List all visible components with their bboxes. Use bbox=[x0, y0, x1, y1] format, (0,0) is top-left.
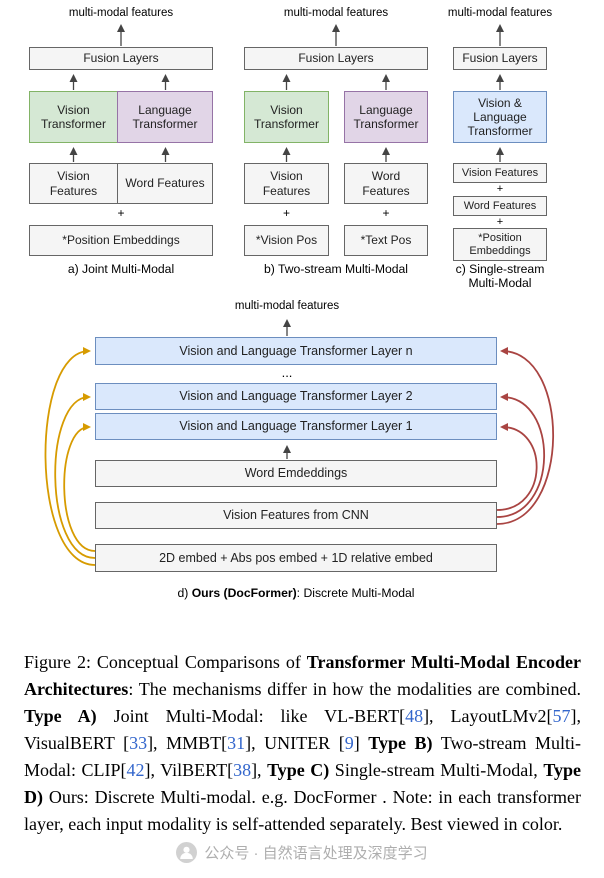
fusion-layers-box-c: Fusion Layers bbox=[453, 47, 547, 70]
vision-features-box-b: Vision Features bbox=[244, 163, 329, 204]
caption-segment: Two-stream Multi-Modal: CLIP[ bbox=[24, 733, 582, 780]
fusion-layers-box-a: Fusion Layers bbox=[29, 47, 213, 70]
figure-caption: Figure 2: Conceptual Comparisons of Tran… bbox=[24, 649, 581, 838]
citation-link[interactable]: 57 bbox=[552, 706, 571, 726]
citation-link[interactable]: 48 bbox=[405, 706, 424, 726]
caption-segment: Figure 2: Conceptual Comparisons of bbox=[24, 652, 307, 672]
diagram-a-label: a) Joint Multi-Modal bbox=[67, 262, 175, 276]
watermark-logo-icon bbox=[176, 842, 198, 863]
word-embeddings-box: Word Emdeddings bbox=[95, 460, 497, 487]
citation-link[interactable]: 42 bbox=[126, 760, 145, 780]
diagram-a-top-label: multi-modal features bbox=[68, 7, 174, 19]
word-features-box-a: Word Features bbox=[117, 163, 213, 204]
position-embeddings-box-a: *Position Embeddings bbox=[29, 225, 213, 256]
caption-segment: Type B) bbox=[368, 733, 433, 753]
word-features-box-b: Word Features bbox=[344, 163, 428, 204]
plus-sign-c-2: + bbox=[496, 216, 504, 228]
diagram-c-label: c) Single-stream Multi-Modal bbox=[420, 262, 580, 290]
caption-segment: ], MMBT[ bbox=[147, 733, 228, 753]
visual-feature-skip-arrows bbox=[496, 347, 555, 525]
caption-segment: Type C) bbox=[267, 760, 330, 780]
citation-link[interactable]: 33 bbox=[129, 733, 148, 753]
plus-sign-c-1: + bbox=[496, 183, 504, 195]
caption-segment: Single-stream Multi-Modal, bbox=[329, 760, 544, 780]
word-features-box-c: Word Features bbox=[453, 196, 547, 216]
diagram-d-label-suffix: : Discrete Multi-Modal bbox=[296, 586, 415, 600]
caption-segment: ], LayoutLMv2[ bbox=[423, 706, 553, 726]
diagram-c-top-label: multi-modal features bbox=[447, 7, 553, 19]
diagram-b-top-label: multi-modal features bbox=[283, 7, 389, 19]
transformer-layer-1-box: Vision and Language Transformer Layer 1 bbox=[95, 413, 497, 440]
caption-segment: ], VilBERT[ bbox=[144, 760, 234, 780]
diagram-c-label-line2: Multi-Modal bbox=[468, 276, 532, 290]
caption-segment: ], VisualBERT [ bbox=[24, 706, 581, 753]
vision-features-box-c: Vision Features bbox=[453, 163, 547, 183]
text-pos-box-b: *Text Pos bbox=[344, 225, 428, 256]
caption-segment: : The mechanisms differ in how the modal… bbox=[128, 679, 581, 699]
diagram-d-label: d) Ours (DocFormer): Discrete Multi-Moda… bbox=[95, 586, 497, 600]
citation-link[interactable]: 38 bbox=[233, 760, 252, 780]
vision-pos-box-b: *Vision Pos bbox=[244, 225, 329, 256]
ellipsis-label: ... bbox=[281, 365, 293, 380]
citation-link[interactable]: 31 bbox=[227, 733, 246, 753]
diagram-b-label: b) Two-stream Multi-Modal bbox=[263, 262, 409, 276]
spatial-embed-skip-arrows bbox=[44, 347, 96, 566]
embed-inputs-box: 2D embed + Abs pos embed + 1D relative e… bbox=[95, 544, 497, 572]
vision-transformer-box-a: Vision Transformer bbox=[29, 91, 118, 143]
watermark: 公众号 · 自然语言处理及深度学习 bbox=[0, 842, 604, 863]
fusion-layers-box-b: Fusion Layers bbox=[244, 47, 428, 70]
watermark-text: 公众号 · 自然语言处理及深度学习 bbox=[204, 845, 428, 862]
diagram-d-label-bold: Ours (DocFormer) bbox=[191, 586, 297, 600]
vision-transformer-box-b: Vision Transformer bbox=[244, 91, 329, 143]
transformer-layer-2-box: Vision and Language Transformer Layer 2 bbox=[95, 383, 497, 410]
vision-features-box-a: Vision Features bbox=[29, 163, 118, 204]
vision-language-transformer-box-c: Vision & Language Transformer bbox=[453, 91, 547, 143]
vision-features-cnn-box: Vision Features from CNN bbox=[95, 502, 497, 529]
plus-sign-b-right: + bbox=[382, 206, 390, 220]
plus-sign-b-left: + bbox=[282, 206, 290, 220]
caption-segment: Joint Multi-Modal: like VL-BERT[ bbox=[96, 706, 406, 726]
caption-segment: Ours: Discrete Multi-modal. e.g. DocForm… bbox=[24, 787, 581, 834]
citation-link[interactable]: 9 bbox=[344, 733, 354, 753]
caption-segment: ] bbox=[353, 733, 369, 753]
language-transformer-box-b: Language Transformer bbox=[344, 91, 428, 143]
caption-segment: ], UNITER [ bbox=[245, 733, 345, 753]
caption-segment: Type D) bbox=[24, 760, 581, 807]
transformer-layer-n-box: Vision and Language Transformer Layer n bbox=[95, 337, 497, 365]
diagram-d-top-label: multi-modal features bbox=[234, 300, 340, 312]
caption-segment: Transformer Multi-Modal Encoder Architec… bbox=[24, 652, 581, 699]
diagram-d-label-prefix: d) bbox=[177, 586, 192, 600]
diagram-c-label-line1: c) Single-stream bbox=[455, 262, 545, 276]
position-embeddings-box-c: *Position Embeddings bbox=[453, 228, 547, 261]
plus-sign-a: + bbox=[117, 206, 125, 220]
language-transformer-box-a: Language Transformer bbox=[117, 91, 213, 143]
caption-segment: Type A) bbox=[24, 706, 97, 726]
caption-segment: ], bbox=[251, 760, 268, 780]
